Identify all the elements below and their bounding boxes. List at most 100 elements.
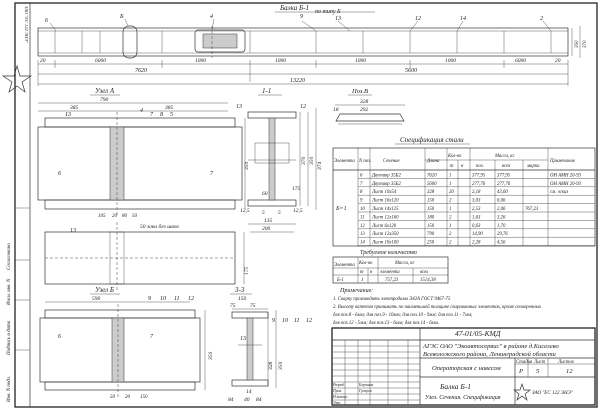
spec-h-t: т: [450, 164, 454, 169]
view-b-label-9: 9: [148, 296, 151, 302]
spec-cell: 2: [449, 215, 452, 220]
section-3-dim-2: 75: [230, 303, 236, 309]
view-a-dim-side: 350: [244, 162, 250, 172]
spec-h-note: Примечание: [549, 159, 576, 164]
spec-cell: Двутавр 35Б2: [371, 173, 401, 178]
beam-marker-3: 4: [210, 13, 213, 20]
beam-seg-dim-8: 20: [555, 58, 561, 64]
margin-text-4: Согласовано: [7, 243, 12, 270]
beam-seg-dim-7: 6000: [515, 58, 526, 64]
spec-cell: 150: [427, 207, 435, 212]
beam-seg-dim-3: 1000: [195, 58, 206, 64]
mass-h-qty: Кол-во: [358, 261, 373, 266]
section-1-dim-9: 200: [262, 226, 271, 232]
section-3-dim-1: 150: [238, 296, 247, 302]
sheet-title: Балка Б-1: [439, 382, 471, 391]
mass-table: Требуемое количество Элемента Кол-во Мас…: [332, 249, 449, 284]
spec-cell: 377,95: [497, 173, 511, 178]
view-a-dim-top: 790: [100, 97, 109, 103]
view-a-dim-b3: 80: [122, 214, 128, 219]
spec-cell: Двутавр 35Б2: [371, 182, 401, 187]
notes: Примечание: 1. Сварку производить электр…: [333, 288, 542, 326]
spec-cell: 43,60: [497, 190, 508, 195]
spec-cell: 1,70: [497, 224, 506, 229]
section-1-dim-2: 350: [309, 157, 315, 167]
beam-marker-6: 12: [415, 16, 421, 22]
spec-cell: Лист 16х120: [371, 199, 399, 204]
view-a-label-8: 8: [160, 112, 163, 118]
spec-cell: 2,53: [472, 207, 481, 212]
spec-cell: 767,23: [525, 207, 539, 212]
org-line-2: Всеволожского района, Ленинградской обла…: [423, 351, 557, 358]
spec-cell: 14,90: [472, 232, 483, 237]
section-3-3: 3-3 150 75 75 328 14 84 40 84 350 9 10 1…: [228, 286, 312, 403]
section-3-dim-4: 328: [268, 362, 274, 372]
spec-cell: 0,63: [472, 224, 481, 229]
view-a-label-7: 7: [210, 171, 214, 177]
sheet-subtitle: Узел. Сечения. Спецификация: [425, 394, 501, 401]
spec-cell: 7: [360, 182, 363, 187]
building-name: Операторская с навесом: [432, 365, 501, 372]
margin-text-2: Подпись и дата: [7, 320, 12, 356]
mass-h-elem: элемента: [380, 270, 400, 275]
sheet-frame: [14, 2, 598, 408]
beam-seg-dim-2: 6000: [95, 58, 106, 64]
spec-cell: 1: [449, 207, 451, 212]
spec-cell: 790: [427, 232, 435, 237]
spec-cell: ОН АМН 20-93: [550, 182, 582, 187]
doc-code: 47-01/05-КМД: [455, 329, 502, 338]
section-1-dim-3: 374: [316, 162, 323, 172]
view-b-label-11: 11: [174, 296, 180, 302]
spec-cell: 6: [360, 173, 363, 178]
role-4: Утв.: [333, 401, 341, 405]
mass-h-n: н: [370, 270, 373, 275]
left-margin: Инв. N подл. Подпись и дата Взам. инв. N…: [7, 207, 30, 403]
role-3: Н.контр.: [332, 395, 348, 399]
spec-cell: Лист 12х160: [371, 215, 399, 220]
section-3-dim-3: 75: [250, 303, 256, 309]
beam-elevation: Балка Б-1 по типу Б 6 Б 4 9 13 12 14: [37, 4, 588, 86]
role-1: Разраб.: [332, 383, 345, 387]
beam-seg-dim-6: 1000: [445, 58, 456, 64]
view-b-label-7: 7: [150, 334, 154, 340]
spec-cell: 150: [427, 199, 435, 204]
name-2: Гусаров: [358, 389, 372, 393]
spec-h-mass: Масса, кг: [494, 154, 515, 159]
beam-title: Балка Б-1: [279, 4, 309, 12]
section-3-dim-6: 84: [228, 396, 234, 403]
beam-dim-left: 7620: [135, 68, 147, 74]
view-b-title: Узел Б: [95, 286, 114, 294]
spec-cell: 14: [360, 241, 365, 246]
spec-cell: 2: [449, 199, 452, 204]
sheet-number: 5: [536, 368, 540, 375]
margin-text-1: Инв. N подл.: [7, 376, 12, 403]
beam-right-dim-1: 350: [575, 40, 580, 48]
view-a-dim-b1: 105: [98, 214, 106, 219]
spec-cell: Лист 6х120: [371, 224, 397, 229]
stage-value: Р: [518, 368, 523, 375]
spec-cell: 277,76: [497, 182, 511, 187]
spec-cell: 1: [449, 224, 451, 229]
company-logo-star-icon: ЗАО "ЕС 122 ЭНЭ": [1, 6, 33, 93]
spec-cell: Лист 14х125: [371, 207, 399, 212]
company-name: ЗАО "ЕС 122 ЭНЭ": [532, 391, 574, 396]
notes-title: Примечание:: [339, 288, 373, 294]
stage-h-2: Лист: [533, 360, 546, 365]
pos-v-dim-1: 328: [359, 99, 369, 105]
view-b-dim-side: 350: [208, 352, 214, 362]
beam-marker-2: Б: [119, 14, 124, 20]
spec-cell: 1,63: [472, 215, 481, 220]
spec-h-element: Элемента: [334, 159, 355, 164]
weld-note: 50 зона без швов: [140, 223, 179, 230]
spec-h-length: Длина: [426, 159, 440, 164]
beam-right-dim-2: 370: [583, 40, 588, 48]
spec-cell: Лист 12х350: [371, 232, 399, 237]
spec-cell: 29,76: [497, 232, 508, 237]
stage-h-3: Листов: [557, 360, 574, 365]
view-a-label-6: 6: [58, 171, 61, 177]
spec-cell: 250: [427, 241, 435, 246]
spec-cell: 2: [449, 232, 452, 237]
spec-cell: 8: [360, 190, 363, 195]
section-3-label-9: 9: [272, 318, 275, 324]
